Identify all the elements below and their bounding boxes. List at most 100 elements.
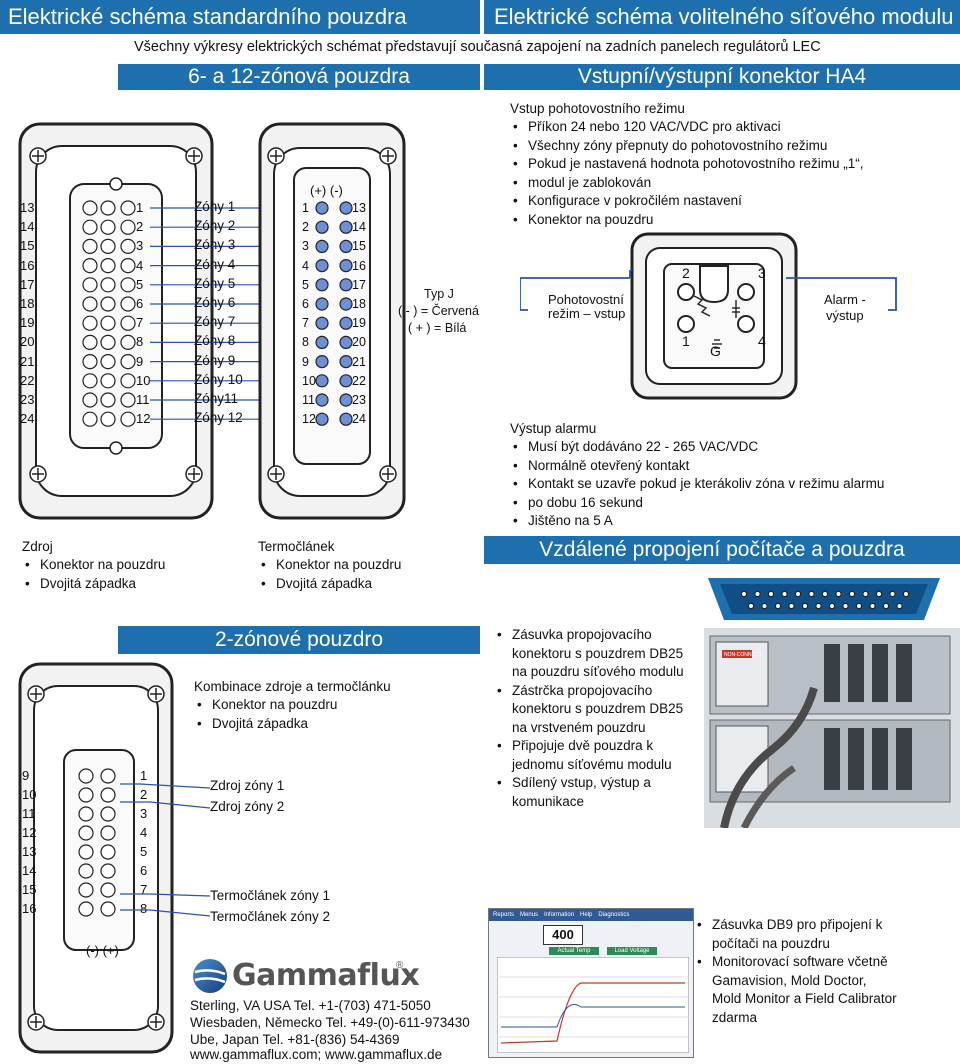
- pin: [120, 411, 136, 427]
- pin: [78, 787, 94, 803]
- pin: [100, 806, 116, 822]
- two-zone-wiring: [120, 783, 211, 917]
- zone-label: Zóny 8: [194, 333, 236, 349]
- zone-label: Zóny 10: [194, 371, 243, 387]
- tc-pin-number: 22: [352, 373, 366, 388]
- tc-pin: [315, 335, 329, 349]
- pin: [120, 334, 136, 350]
- ha4-pin-g: G: [710, 343, 721, 359]
- pin-number: 12: [136, 411, 151, 427]
- tc-pin-number: 21: [352, 354, 366, 369]
- tc-pin-number: 20: [352, 335, 366, 350]
- pin: [100, 373, 116, 389]
- tc-pin: [339, 316, 353, 330]
- two-zone-polarity: (-) (+): [86, 943, 119, 958]
- db25-pin: [902, 590, 910, 598]
- pin: [82, 258, 98, 274]
- pin-number: 13: [22, 844, 37, 859]
- tc-pin: [339, 201, 353, 215]
- tc-pin-number: 13: [352, 201, 366, 215]
- db25-pin: [788, 602, 795, 610]
- alarm-block: Výstup alarmu Musí být dodáváno 22 - 265…: [510, 420, 884, 531]
- db25-pin: [801, 602, 809, 610]
- standby-list: Příkon 24 nebo 120 VAC/VDC pro aktivaci …: [510, 118, 863, 229]
- power-housing: [18, 122, 214, 520]
- pin-number: 23: [20, 392, 35, 407]
- termoclanek-list: Konektor na pouzdru Dvojitá západka: [258, 556, 401, 593]
- pin-number: 3: [136, 238, 144, 254]
- address-2: Wiesbaden, Německo Tel. +49-(0)-611-9734…: [190, 1015, 470, 1030]
- db25-pin: [774, 602, 782, 610]
- zone-label: Zóny 5: [194, 275, 236, 291]
- combo-title: Kombinace zdroje a termočlánku: [194, 679, 391, 694]
- tc-pin-number: 11: [302, 393, 315, 407]
- pin-number: 2: [136, 219, 144, 235]
- tc-pin-number: 14: [352, 220, 366, 235]
- zone-label: Zóny 4: [194, 256, 236, 272]
- tc-pin: [315, 412, 329, 426]
- standby-label-1: Pohotovostní: [548, 292, 624, 307]
- globe-icon: [193, 959, 227, 993]
- two-zone-pin-grid: [78, 768, 116, 917]
- pin: [120, 238, 136, 255]
- logo-reg: ®: [396, 960, 404, 971]
- pin: [120, 296, 136, 312]
- db25-pin: [761, 602, 768, 610]
- tc-pin: [339, 355, 353, 369]
- list-item: Dvojitá západka: [194, 715, 391, 734]
- list-item: Jištěno na 5 A: [510, 512, 884, 531]
- pin: [82, 238, 98, 255]
- pin-number: 17: [20, 276, 35, 292]
- list-item: Dvojitá západka: [258, 575, 401, 594]
- website-link[interactable]: www.gammaflux.com; www.gammaflux.de: [190, 1047, 443, 1062]
- pin: [100, 768, 116, 784]
- pin: [78, 806, 94, 822]
- list-item: Musí být dodáváno 22 - 265 VAC/VDC: [510, 438, 884, 457]
- pin-number: 21: [20, 353, 35, 369]
- ha4-pin-1: 1: [682, 333, 690, 349]
- left-title: Elektrické schéma standardního pouzdra: [8, 4, 407, 29]
- left-title-bar: Elektrické schéma standardního pouzdra: [0, 0, 480, 34]
- pin-number: 19: [20, 315, 35, 331]
- pin: [100, 238, 116, 255]
- combo-list: Konektor na pouzdru Dvojitá západka: [194, 696, 391, 733]
- pin-number: 1: [140, 768, 148, 783]
- pin: [82, 219, 98, 235]
- two-zone-screws: [27, 685, 165, 1031]
- tc-polarity-header: (+) (-): [310, 183, 343, 198]
- power-zone-1: Zdroj zóny 1: [210, 778, 285, 793]
- db25-pin: [896, 602, 903, 610]
- pin-number: 22: [20, 372, 35, 388]
- tc-pin: [315, 374, 329, 388]
- zone-label: Zóny 9: [194, 352, 236, 368]
- pin-number: 18: [20, 296, 35, 311]
- pin-number: 14: [22, 863, 37, 878]
- section-ha4-title: Vstupní/výstupní konektor HA4: [484, 64, 960, 90]
- pin: [78, 863, 94, 879]
- section-6-12-title: 6- a 12-zónová pouzdra: [118, 64, 480, 90]
- pin-number: 16: [20, 257, 35, 273]
- tc-pin: [339, 374, 353, 388]
- pin: [100, 296, 116, 312]
- pin: [82, 392, 98, 408]
- pin-number: 14: [20, 219, 35, 235]
- pin: [120, 219, 136, 235]
- db25-pin: [882, 602, 890, 610]
- db25-pin: [889, 590, 896, 598]
- tc-pin: [339, 239, 353, 254]
- section-remote-title: Vzdálené propojení počítače a pouzdra: [484, 536, 960, 564]
- db25-pin: [815, 602, 822, 610]
- zone-label: Zóny 6: [194, 295, 236, 310]
- pin: [82, 354, 98, 370]
- pin: [78, 825, 94, 841]
- type-pos: ( + ) = Bílá: [408, 321, 467, 335]
- standby-block: Vstup pohotovostního režimu Příkon 24 ne…: [510, 100, 863, 229]
- tc-pin-number: 3: [302, 239, 309, 254]
- list-item: Konektor na pouzdru: [194, 696, 391, 715]
- address-3: Ube, Japan Tel. +81-(836) 54-4369: [190, 1032, 400, 1047]
- pin-number: 4: [136, 257, 144, 273]
- pin-number: 20: [20, 334, 35, 350]
- power-connector-diagram: [18, 122, 214, 520]
- pin-number: 11: [136, 392, 150, 407]
